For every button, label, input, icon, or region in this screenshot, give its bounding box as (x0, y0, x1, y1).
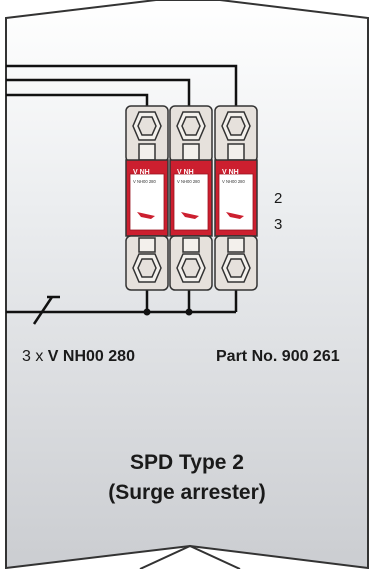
bottom-holder (214, 235, 258, 291)
wiring (6, 64, 238, 325)
top-holder (125, 105, 169, 163)
spd-module: V NH V NH00 280 (169, 105, 213, 291)
terminal-label-2: 2 (274, 190, 283, 207)
module-face (129, 173, 165, 231)
top-holder (169, 105, 213, 163)
junction-dot (185, 308, 193, 316)
quantity-prefix: 3 x (22, 348, 48, 365)
title-line-1: SPD Type 2 (130, 451, 244, 474)
module-face (218, 173, 254, 231)
product-name: V NH00 280 (47, 348, 135, 365)
panel-bottom-notch (139, 544, 241, 569)
terminal-label-3: 3 (274, 216, 283, 233)
spd-module: V NH V NH00 280 (214, 105, 258, 291)
brand-logo-icon (137, 212, 155, 219)
module-top-label: V NH (133, 169, 150, 176)
module-sub-label: V NH00 280 (133, 179, 156, 184)
junction-dot (143, 308, 151, 316)
module-sub-label: V NH00 280 (222, 179, 245, 184)
module-face (173, 173, 209, 231)
module-top-label: V NH (222, 169, 239, 176)
module-top-label: V NH (177, 169, 194, 176)
top-holder (214, 105, 258, 163)
diagram-title: SPD Type 2 (Surge arrester) (0, 448, 374, 508)
module-sub-label: V NH00 280 (177, 179, 200, 184)
spd-module: V NH V NH00 280 (125, 105, 169, 291)
title-line-2: (Surge arrester) (108, 481, 266, 504)
brand-logo-icon (181, 212, 199, 219)
bottom-holder (169, 235, 213, 291)
bottom-holder (125, 235, 169, 291)
quantity-caption: 3 x V NH00 280 (22, 348, 135, 366)
brand-logo-icon (226, 212, 244, 219)
part-number: Part No. 900 261 (216, 348, 340, 365)
